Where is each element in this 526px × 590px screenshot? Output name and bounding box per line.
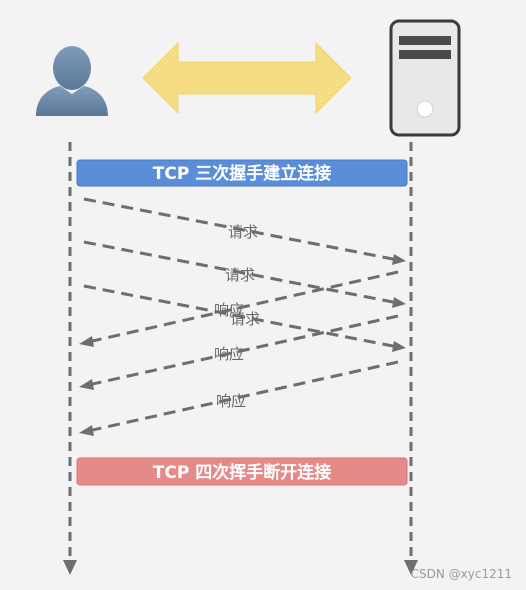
message-arrow — [83, 284, 406, 352]
client-lifeline — [63, 142, 77, 575]
message-arrow — [83, 240, 406, 308]
request-label: 请求 — [228, 223, 258, 241]
message-arrow — [79, 270, 399, 347]
server-light — [416, 100, 434, 118]
server-slot — [399, 36, 451, 45]
handshake-bar: TCP 三次握手建立连接 — [76, 159, 408, 187]
request-label: 请求 — [225, 266, 255, 284]
response-label: 响应 — [214, 301, 244, 319]
teardown-label: TCP 四次挥手断开连接 — [153, 462, 331, 483]
response-label: 响应 — [216, 392, 246, 410]
server-icon — [389, 19, 461, 137]
request-label: 请求 — [230, 310, 260, 328]
message-arrow — [79, 360, 399, 436]
response-label: 响应 — [214, 345, 244, 363]
server-slot — [399, 50, 451, 59]
message-arrow — [79, 314, 399, 390]
server-lifeline — [404, 142, 418, 575]
watermark: CSDN @xyc1211 — [411, 567, 512, 581]
message-arrow — [83, 197, 406, 265]
user-icon — [36, 46, 108, 116]
teardown-bar: TCP 四次挥手断开连接 — [76, 457, 408, 486]
handshake-label: TCP 三次握手建立连接 — [153, 163, 331, 184]
double-arrow-icon — [142, 41, 352, 115]
